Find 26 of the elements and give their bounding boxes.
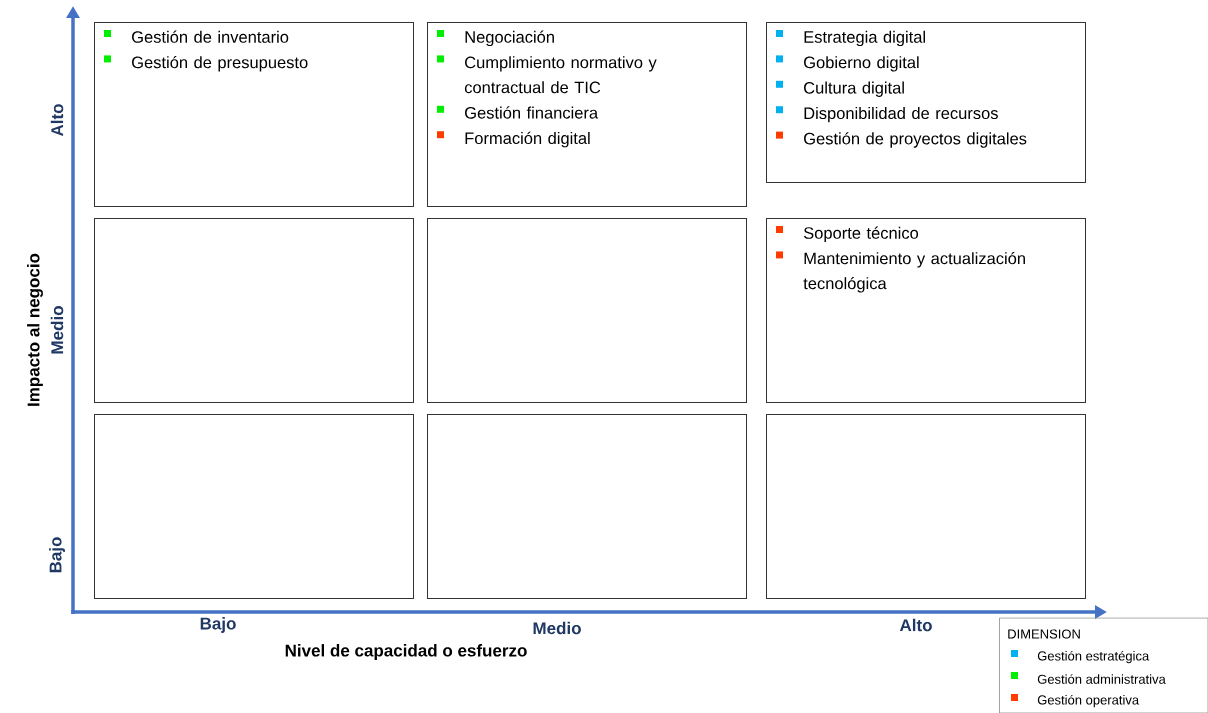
quadrant-box <box>94 218 414 403</box>
list-item: Gestión de inventario <box>104 30 289 43</box>
list-item: Soporte técnico <box>776 226 919 243</box>
list-item: Negociación <box>437 30 554 47</box>
axis-title: Impacto al negocio <box>27 253 43 406</box>
list-item: Cumplimiento normativo y contractual de TIC <box>437 55 657 94</box>
quadrant-box <box>94 414 414 599</box>
quadrant-box <box>766 414 1086 599</box>
list-item: Cultura digital <box>776 80 904 97</box>
legend-label: Gestión estratégica <box>1037 650 1150 664</box>
axis-title: Nivel de capacidad o esfuerzo <box>285 644 527 660</box>
list-item: Disponibilidad de recursos <box>776 106 998 123</box>
quadrant-box <box>427 218 747 403</box>
axis-tick-label: Bajo <box>200 617 236 633</box>
quadrant-box <box>427 414 747 599</box>
list-item: Gestión de presupuesto <box>104 55 308 72</box>
list-item: Mantenimiento y actualización tecnológica <box>776 251 1025 293</box>
list-item: Estrategia digital <box>776 30 925 47</box>
axis-tick-label: Alto <box>50 104 64 137</box>
legend-label: Gestión operativa <box>1037 694 1140 708</box>
legend-label: Gestión administrativa <box>1037 674 1166 684</box>
list-item: Gestión de proyectos digitales <box>776 131 1027 148</box>
list-item: Formación digital <box>437 131 590 148</box>
legend-title: DIMENSION <box>1008 629 1080 639</box>
list-item: Gestión financiera <box>437 105 599 119</box>
list-item: Gobierno digital <box>776 55 919 72</box>
